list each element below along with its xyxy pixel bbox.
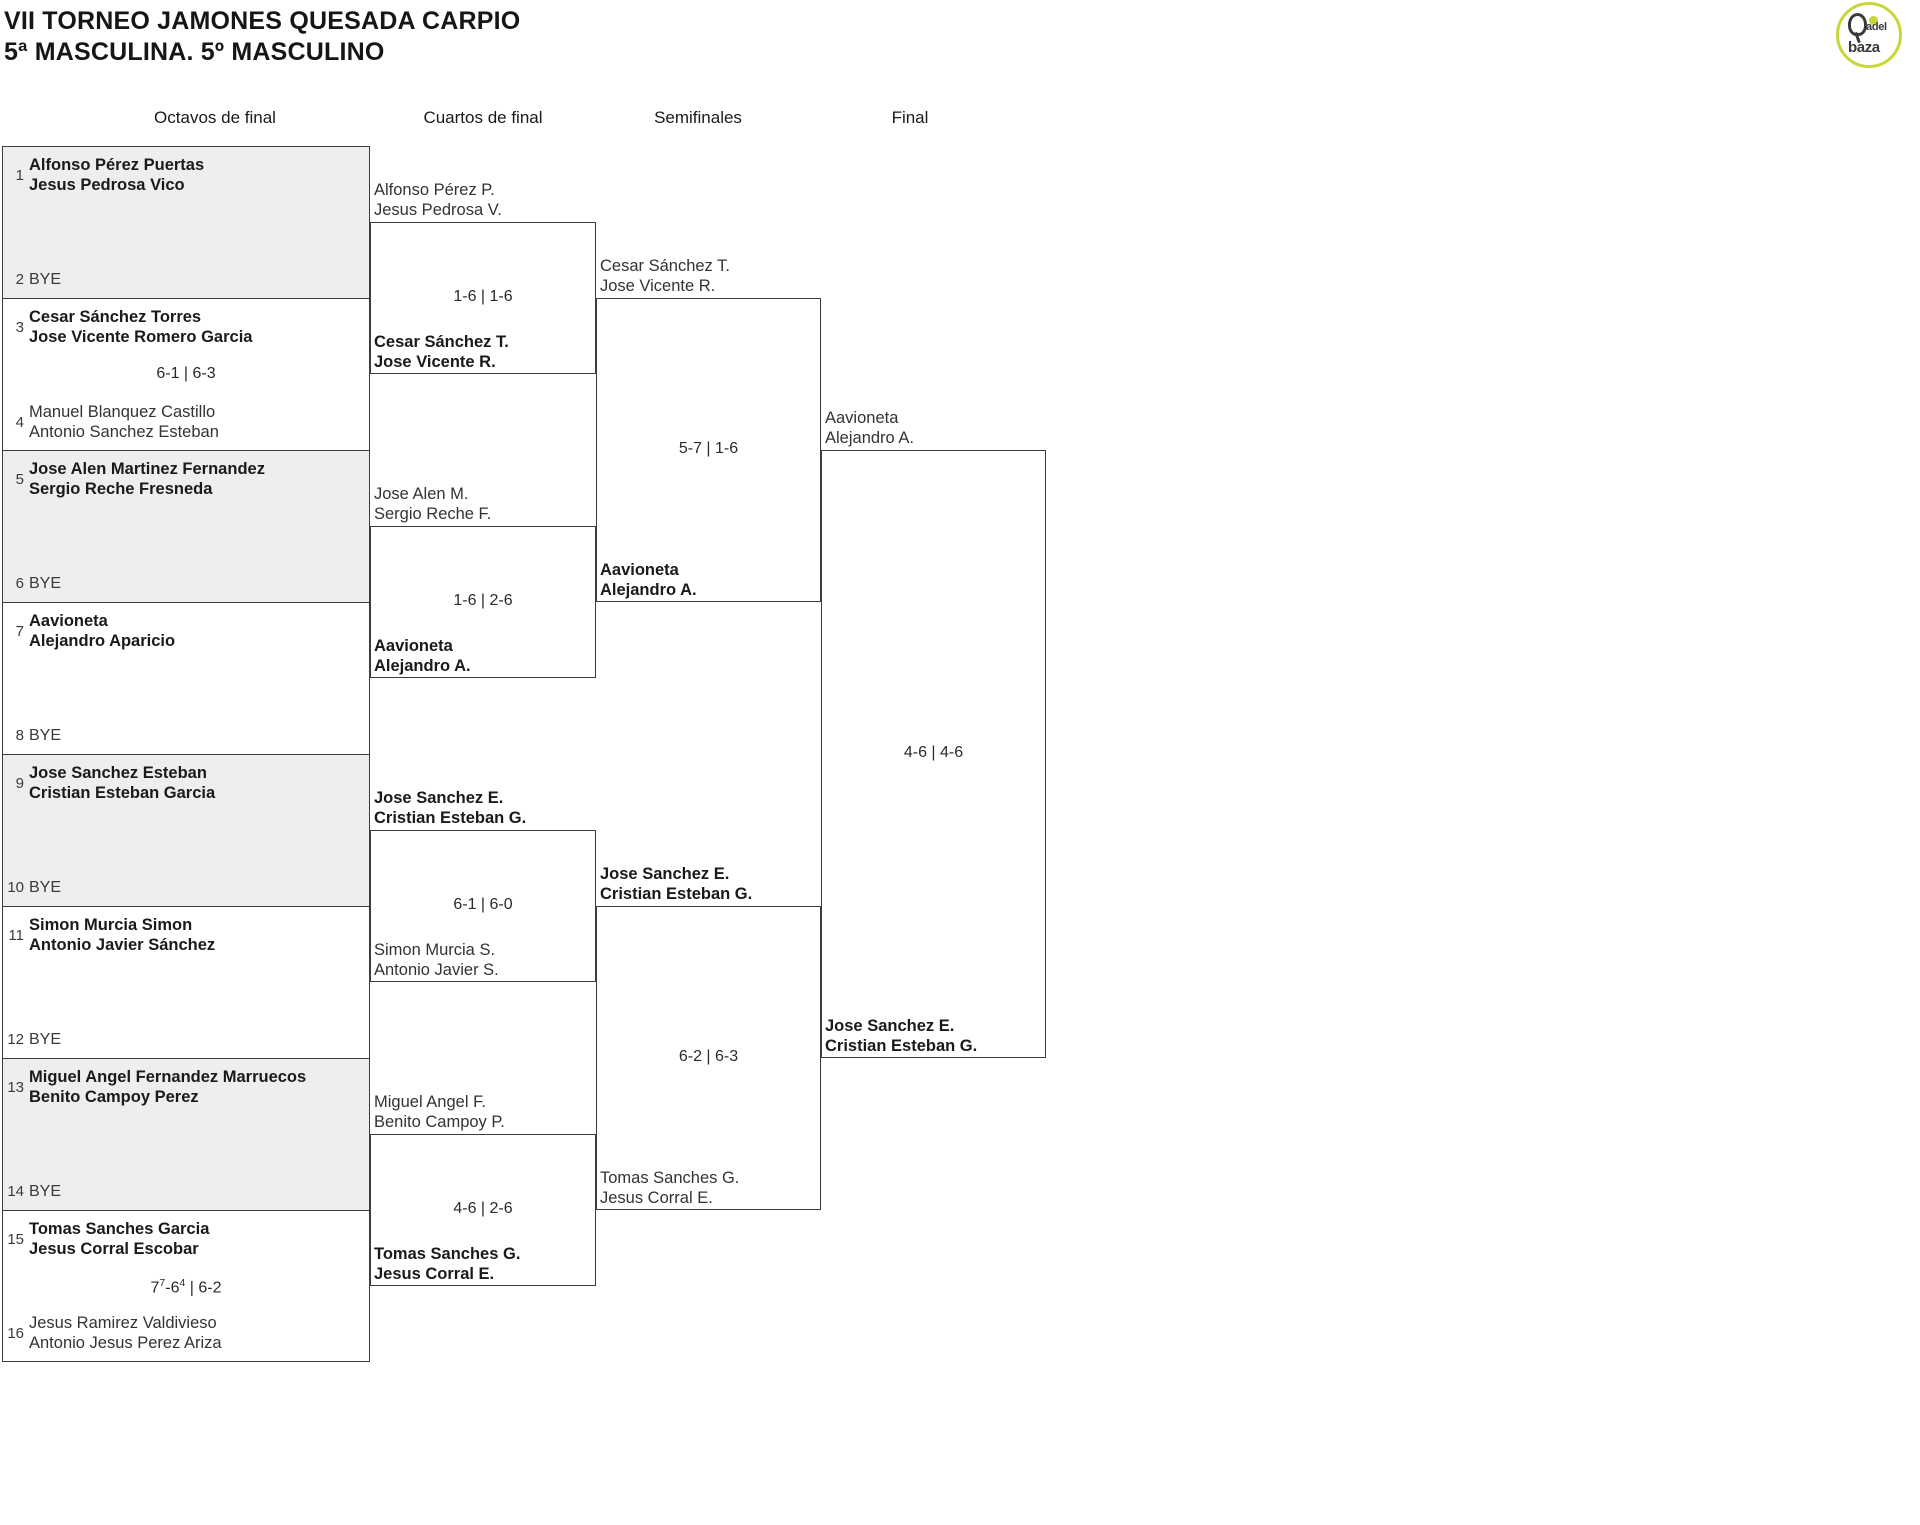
seed-number: 10 (7, 879, 24, 896)
seed-player-names: BYE (29, 879, 62, 896)
cuartos-entry-top[interactable]: Jose Sanchez E.Cristian Esteban G. (374, 789, 527, 827)
cuartos-entry-bottom[interactable]: Cesar Sánchez T.Jose Vicente R. (374, 333, 509, 371)
semifinal-score: 5-7 | 1-6 (678, 440, 739, 457)
seed-entry-bottom[interactable]: 14 BYE (3, 1181, 369, 1202)
cuartos-connector (370, 830, 596, 982)
cuartos-entry-top[interactable]: Jose Alen M.Sergio Reche F. (374, 485, 492, 523)
semifinal-score: 6-2 | 6-3 (678, 1048, 739, 1065)
seed-player-names: BYE (29, 1183, 62, 1200)
seed-number: 8 (15, 727, 24, 744)
seed-entry-bottom[interactable]: 8 BYE (3, 725, 369, 746)
logo-text-top: adel (1866, 21, 1887, 33)
seed-number: 3 (15, 318, 24, 336)
semifinal-connector (596, 906, 821, 1210)
seed-entry-bottom[interactable]: 12 BYE (3, 1029, 369, 1050)
semifinal-connector (596, 298, 821, 602)
cuartos-connector (370, 1134, 596, 1286)
semifinal-entry-top[interactable]: Cesar Sánchez T.Jose Vicente R. (600, 257, 730, 295)
seed-number: 13 (7, 1078, 24, 1096)
ball-icon (1869, 16, 1878, 25)
seed-player-names: BYE (29, 271, 62, 288)
seed-number: 11 (8, 926, 24, 944)
cuartos-entry-bottom[interactable]: Tomas Sanches G.Jesus Corral E. (374, 1245, 521, 1283)
semifinal-entry-bottom[interactable]: Tomas Sanches G.Jesus Corral E. (600, 1169, 740, 1207)
seed-entry-bottom[interactable]: 6 BYE (3, 573, 369, 594)
page-title: VII TORNEO JAMONES QUESADA CARPIO 5ª MAS… (4, 6, 1104, 68)
seed-number: 12 (7, 1031, 24, 1048)
cuartos-entry-top[interactable]: Miguel Angel F.Benito Campoy P. (374, 1093, 505, 1131)
seed-number: 4 (15, 413, 24, 431)
cuartos-connector (370, 222, 596, 374)
cuartos-score: 4-6 | 2-6 (453, 1200, 513, 1217)
final-entry-bottom[interactable]: Jose Sanchez E.Cristian Esteban G. (825, 1017, 978, 1055)
seed-number: 9 (15, 774, 24, 792)
title-line-2: 5ª MASCULINA. 5º MASCULINO (4, 38, 385, 66)
seed-player-names: BYE (29, 1031, 62, 1048)
seed-number: 1 (15, 166, 24, 184)
cuartos-score: 6-1 | 6-0 (453, 896, 513, 913)
cuartos-score: 1-6 | 2-6 (453, 592, 513, 609)
seed-number: 7 (15, 622, 24, 640)
cuartos-connector (370, 526, 596, 678)
match-score: 77-64 | 6-2 (150, 1277, 222, 1297)
seed-number: 5 (15, 470, 24, 488)
match-score: 6-1 | 6-3 (156, 365, 216, 382)
seed-number: 16 (7, 1324, 24, 1342)
seed-number: 15 (7, 1230, 24, 1248)
seed-entry-bottom[interactable]: 10 BYE (3, 877, 369, 898)
final-score: 4-6 | 4-6 (903, 744, 964, 761)
cuartos-entry-top[interactable]: Alfonso Pérez P.Jesus Pedrosa V. (374, 181, 502, 219)
round-header-cuartos: Cuartos de final (423, 108, 543, 127)
logo-text-bottom: baza (1848, 39, 1880, 56)
seed-player-names: BYE (29, 727, 62, 744)
seed-number: 2 (15, 271, 24, 288)
cuartos-entry-bottom[interactable]: Simon Murcia S.Antonio Javier S. (374, 941, 499, 979)
seed-number: 6 (15, 575, 24, 592)
seed-entry-bottom[interactable]: 2 BYE (3, 269, 369, 290)
final-connector (821, 450, 1046, 1058)
semifinal-entry-top[interactable]: Jose Sanchez E.Cristian Esteban G. (600, 865, 753, 903)
title-line-1: VII TORNEO JAMONES QUESADA CARPIO (4, 7, 521, 35)
round-header-final: Final (891, 108, 929, 127)
round-header-octavos: Octavos de final (154, 108, 276, 127)
seed-player-names: BYE (29, 575, 62, 592)
padel-baza-logo: adel baza (1836, 2, 1902, 68)
round-header-semifinales: Semifinales (654, 108, 742, 127)
cuartos-score: 1-6 | 1-6 (453, 288, 513, 305)
seed-number: 14 (7, 1183, 24, 1200)
